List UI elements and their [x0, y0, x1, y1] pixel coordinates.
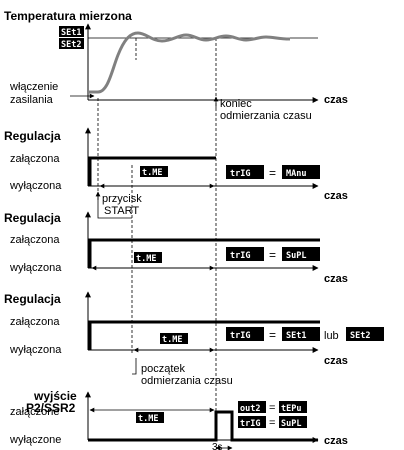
reg3-lcd-trig: trIG	[226, 247, 264, 261]
reg3-lcd-supl: SuPL	[282, 247, 320, 261]
out-lcd-time: t.ME	[136, 412, 164, 424]
svg-text:t.ME: t.ME	[162, 335, 182, 345]
reg2-title: Regulacja	[4, 129, 61, 143]
svg-text:SEt1: SEt1	[286, 331, 306, 341]
power-on-label-2: zasilania	[10, 94, 54, 106]
reg4-lcd-set1: SEt1	[282, 327, 320, 341]
reg4-lcd-time: t.ME	[160, 333, 188, 345]
reg4-off-label: wyłączona	[9, 344, 62, 356]
reg2-lcd-time: t.ME	[140, 166, 168, 178]
svg-text:trIG: trIG	[230, 251, 250, 261]
reg3-title: Regulacja	[4, 211, 61, 225]
out-title-1: wyjście	[33, 389, 77, 403]
svg-text:trIG: trIG	[240, 419, 260, 429]
svg-text:SEt2: SEt2	[61, 40, 81, 50]
svg-text:SuPL: SuPL	[281, 419, 301, 429]
lcd-set1: SEt1	[59, 26, 84, 38]
reg4-or-text: lub	[324, 330, 339, 342]
reg4-lcd-set2: SEt2	[346, 327, 384, 341]
out-lcd-out2: out2	[238, 401, 266, 414]
out-equals-1: =	[269, 402, 275, 414]
reg3-lcd-time: t.ME	[134, 252, 162, 264]
svg-text:trIG: trIG	[230, 169, 250, 179]
svg-text:tEPu: tEPu	[281, 404, 301, 414]
reg4-signal	[88, 320, 320, 350]
end-timing-label-1: koniec	[220, 98, 252, 110]
out-on-label: załączone	[10, 406, 60, 418]
svg-text:out2: out2	[240, 404, 260, 414]
svg-text:trIG: trIG	[230, 331, 250, 341]
svg-text:t.ME: t.ME	[142, 168, 162, 178]
svg-text:t.ME: t.ME	[136, 254, 156, 264]
reg3-off-label: wyłączona	[9, 262, 62, 274]
start-timing-label-2: odmierzania czasu	[141, 375, 233, 387]
end-timing-label-2: odmierzania czasu	[220, 110, 312, 122]
reg3-signal	[88, 238, 320, 268]
start-button-label-1: przycisk	[102, 193, 142, 205]
section-regulation-manual: Regulacja załączona wyłączona t.ME trIG …	[4, 127, 348, 219]
out-lcd-trig: trIG	[238, 416, 266, 429]
reg2-lcd-trig: trIG	[226, 165, 264, 179]
section-output-p2: wyjście P2/SSR2 załączone wyłączone t.ME…	[9, 389, 348, 450]
start-button-label-2: START	[104, 205, 139, 217]
start-timing-label-1: początek	[141, 363, 186, 375]
reg2-lcd-manual: MAnu	[282, 165, 320, 179]
reg2-equals: =	[269, 166, 276, 180]
reg4-lcd-trig: trIG	[226, 327, 264, 341]
section-regulation-setpoint: Regulacja załączona wyłączona t.ME trIG …	[4, 291, 384, 387]
out-lcd-trig-value: SuPL	[279, 416, 307, 429]
out-off-label: wyłączone	[9, 434, 61, 446]
temp-title: Temperatura mierzona	[4, 9, 132, 23]
reg4-on-label: załączona	[10, 316, 60, 328]
lcd-set2: SEt2	[59, 38, 84, 50]
reg2-on-label: załączona	[10, 153, 60, 165]
delay-label: 3s	[212, 442, 223, 450]
section-temperature: Temperatura mierzona SEt1 SEt2 włączenie…	[4, 9, 348, 122]
reg3-equals: =	[269, 248, 276, 262]
power-on-label-1: włączenie	[9, 81, 58, 93]
svg-text:t.ME: t.ME	[138, 414, 158, 424]
svg-text:SEt1: SEt1	[61, 28, 81, 38]
reg4-equals: =	[269, 328, 276, 342]
section-regulation-supl: Regulacja załączona wyłączona t.ME trIG …	[4, 211, 348, 285]
out-equals-2: =	[269, 417, 275, 429]
temp-axis-label: czas	[324, 94, 348, 106]
reg4-axis-label: czas	[324, 355, 348, 367]
reg3-axis-label: czas	[324, 273, 348, 285]
start-button-pointer	[97, 194, 132, 219]
out-title-2: P2/SSR2	[26, 401, 76, 415]
svg-text:SEt2: SEt2	[350, 331, 370, 341]
start-timing-pointer	[132, 358, 137, 375]
svg-text:MAnu: MAnu	[286, 169, 306, 179]
svg-text:SuPL: SuPL	[286, 251, 306, 261]
reg3-on-label: załączona	[10, 234, 60, 246]
out-axis-label: czas	[324, 435, 348, 447]
out-signal	[88, 410, 318, 442]
reg4-title: Regulacja	[4, 292, 61, 306]
out-lcd-out2-value: tEPu	[279, 401, 307, 414]
temperature-curve	[88, 31, 291, 94]
reg2-off-label: wyłączona	[9, 180, 62, 192]
reg2-axis-label: czas	[324, 190, 348, 202]
reg2-signal	[88, 156, 216, 186]
